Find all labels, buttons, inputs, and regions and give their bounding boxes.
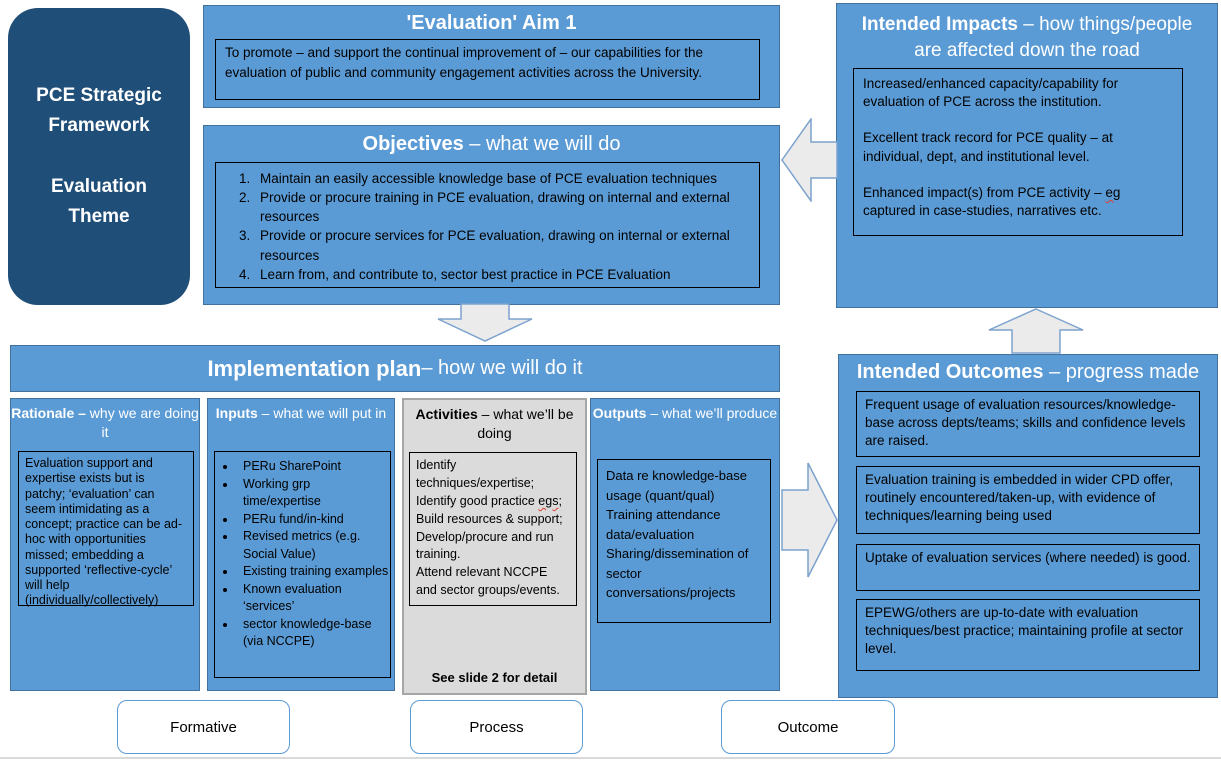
rationale-column: Rationale – why we are doing it Evaluati… xyxy=(10,398,200,691)
outcome-tag: Outcome xyxy=(721,700,895,754)
arrow-up-icon xyxy=(988,308,1084,354)
input-item: Known evaluation ‘services’ xyxy=(237,581,390,616)
activity-line: Identify good practice egs; xyxy=(416,493,562,508)
impacts-title: Intended Impacts – how things/people are… xyxy=(861,14,1193,61)
activity-line: Identify techniques/expertise; xyxy=(416,458,535,490)
objective-item: Learn from, and contribute to, sector be… xyxy=(254,265,759,284)
impact-paragraph: Increased/enhanced capacity/capability f… xyxy=(863,76,1119,110)
activities-header: Activities – what we’ll be doing xyxy=(415,406,574,441)
impact-paragraph: Excellent track record for PCE quality –… xyxy=(863,130,1113,164)
aim-text-box: To promote – and support the continual i… xyxy=(215,39,760,100)
spellcheck-word: eg xyxy=(1105,184,1121,200)
outputs-header: Outputs – what we’ll produce xyxy=(592,405,778,421)
input-item: PERu SharePoint xyxy=(237,458,390,476)
objectives-title: Objectives – what we will do xyxy=(362,133,621,155)
input-item: Revised metrics (e.g. Social Value) xyxy=(237,528,390,563)
impacts-text-box: Increased/enhanced capacity/capability f… xyxy=(853,68,1183,236)
framework-title-card: PCE Strategic Framework Evaluation Theme xyxy=(8,8,190,305)
outcome-box: Evaluation training is embedded in wider… xyxy=(856,466,1200,534)
input-item: PERu fund/in-kind xyxy=(237,511,390,529)
theme-title: Evaluation Theme xyxy=(50,175,148,227)
activities-column: Activities – what we’ll be doing Identif… xyxy=(402,398,587,695)
objective-item: Provide or procure training in PCE evalu… xyxy=(254,188,759,226)
input-item: Working grp time/expertise xyxy=(237,476,390,511)
objective-item: Maintain an easily accessible knowledge … xyxy=(254,169,759,188)
rationale-header: Rationale – why we are doing it xyxy=(11,405,199,440)
see-slide-note: See slide 2 for detail xyxy=(431,670,558,685)
input-item: Existing training examples xyxy=(237,563,390,581)
arrow-left-icon xyxy=(781,118,838,202)
input-item: sector knowledge-base (via NCCPE) xyxy=(237,616,390,651)
objectives-list-box: Maintain an easily accessible knowledge … xyxy=(215,162,760,288)
outputs-text-box: Data re knowledge-base usage (quant/qual… xyxy=(597,459,771,623)
activity-line: Develop/procure and run training. xyxy=(416,529,554,562)
output-line: Training attendance data/evaluation xyxy=(606,507,721,542)
spellcheck-word: egs xyxy=(538,493,559,508)
activity-line: Attend relevant NCCPE and sector groups/… xyxy=(416,565,560,598)
activity-line: Build resources & support; xyxy=(416,511,563,526)
rationale-text-box: Evaluation support and expertise exists … xyxy=(18,451,194,607)
aim-title: 'Evaluation' Aim 1 xyxy=(406,12,577,34)
slide-bottom-edge xyxy=(0,757,1221,759)
impacts-panel: Intended Impacts – how things/people are… xyxy=(836,3,1218,308)
inputs-list: PERu SharePoint Working grp time/experti… xyxy=(215,458,390,651)
outcome-box: EPEWG/others are up-to-date with evaluat… xyxy=(856,599,1200,671)
objectives-panel: Objectives – what we will do Maintain an… xyxy=(203,125,780,305)
inputs-column: Inputs – what we will put in PERu ShareP… xyxy=(207,398,395,691)
arrow-right-icon xyxy=(781,462,838,578)
implementation-plan-header: Implementation plan– how we will do it xyxy=(10,345,780,392)
objectives-list: Maintain an easily accessible knowledge … xyxy=(216,169,759,284)
outcome-box: Uptake of evaluation services (where nee… xyxy=(856,544,1200,591)
formative-tag: Formative xyxy=(117,700,290,754)
activities-text-box: Identify techniques/expertise; Identify … xyxy=(409,452,577,606)
outcomes-panel: Intended Outcomes – progress made Freque… xyxy=(838,354,1218,698)
output-line: Data re knowledge-base usage (quant/qual… xyxy=(606,468,747,503)
inputs-list-box: PERu SharePoint Working grp time/experti… xyxy=(214,451,391,678)
framework-title: PCE Strategic Framework xyxy=(36,84,162,137)
outcome-box: Frequent usage of evaluation resources/k… xyxy=(856,391,1200,457)
aim-panel: 'Evaluation' Aim 1 To promote – and supp… xyxy=(203,5,780,108)
process-tag: Process xyxy=(410,700,583,754)
impact-paragraph: Enhanced impact(s) from PCE activity – e… xyxy=(863,184,1121,219)
outputs-column: Outputs – what we’ll produce Data re kno… xyxy=(590,398,780,691)
outcomes-title: Intended Outcomes – progress made xyxy=(856,361,1200,383)
inputs-header: Inputs – what we will put in xyxy=(215,405,387,421)
output-line: Sharing/dissemination of sector conversa… xyxy=(606,546,749,600)
objective-item: Provide or procure services for PCE eval… xyxy=(254,226,759,264)
arrow-down-icon xyxy=(437,303,533,342)
